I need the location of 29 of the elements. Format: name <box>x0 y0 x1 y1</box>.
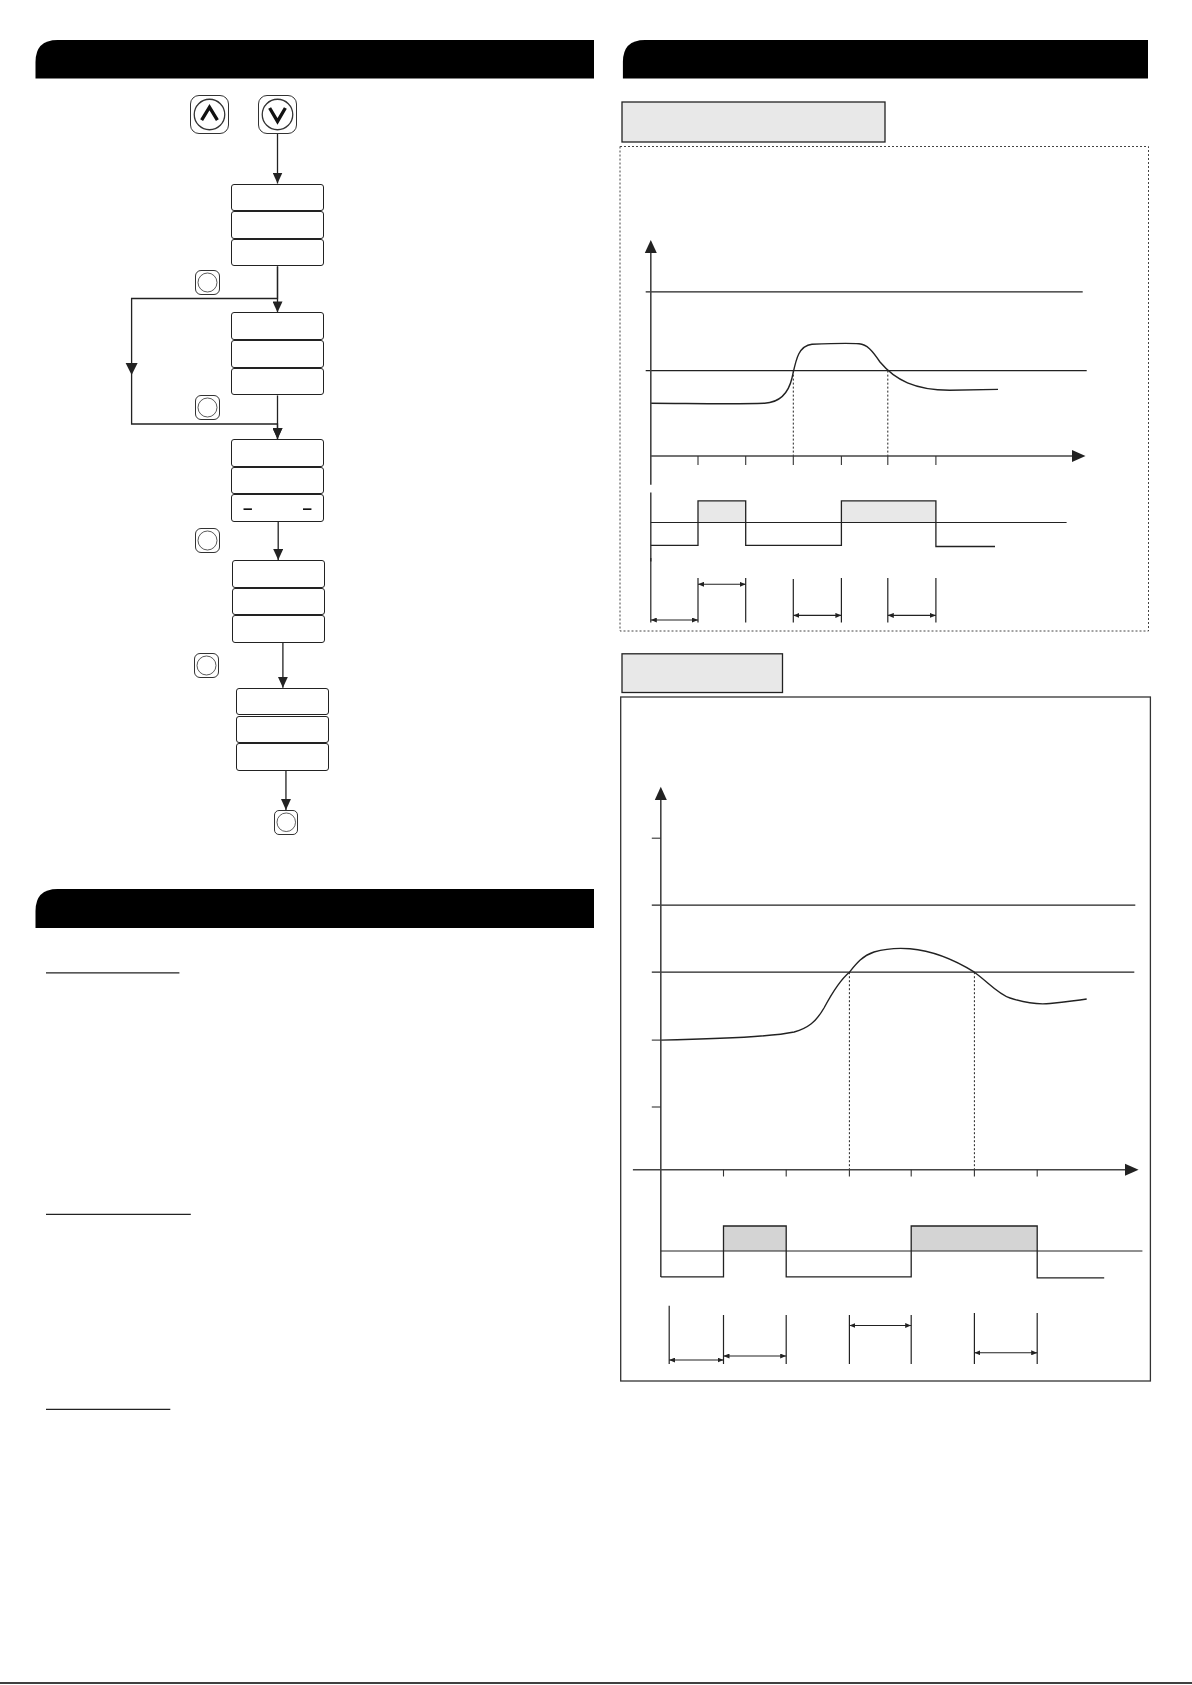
display-box <box>231 466 324 495</box>
display-box <box>231 312 324 341</box>
round-key-icon <box>273 810 299 835</box>
display-box <box>231 211 324 239</box>
arrow <box>273 521 284 561</box>
arrow <box>280 770 291 811</box>
display-box <box>231 340 324 368</box>
display-dash: – <box>243 499 253 517</box>
arrow <box>272 394 283 440</box>
arrow <box>277 642 288 689</box>
display-dash: – <box>302 499 312 517</box>
display-box <box>231 238 324 267</box>
up-key-icon <box>190 95 229 134</box>
round-key-icon <box>194 652 219 678</box>
down-key-icon <box>258 95 297 134</box>
display-box <box>231 494 324 522</box>
display-box <box>231 183 324 212</box>
display-box <box>231 587 325 616</box>
display-box <box>236 743 330 771</box>
display-box <box>231 367 324 396</box>
display-box <box>236 687 330 716</box>
round-key-icon <box>195 395 220 420</box>
display-box <box>231 560 325 588</box>
display-box <box>236 715 330 744</box>
display-box <box>231 439 324 467</box>
arrow <box>272 133 283 185</box>
round-key-icon <box>195 528 220 553</box>
display-box <box>231 615 325 643</box>
round-key-icon <box>195 270 220 295</box>
